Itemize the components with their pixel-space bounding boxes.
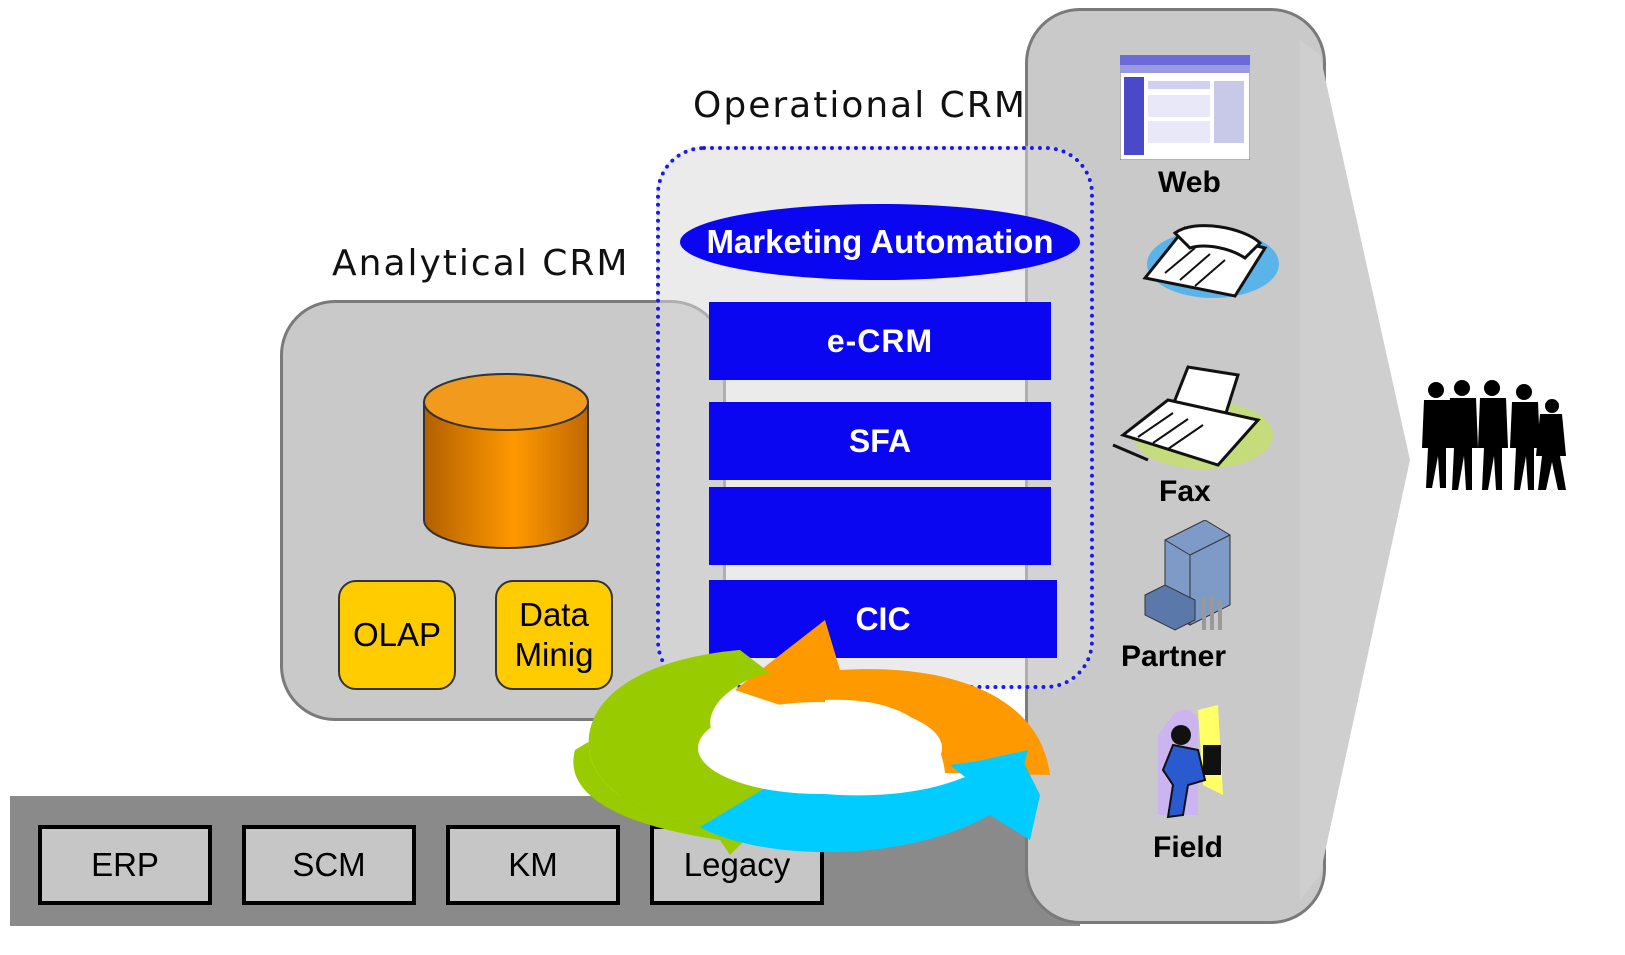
channel-partner-label: Partner bbox=[1121, 640, 1227, 673]
web-browser-icon bbox=[1120, 55, 1250, 160]
cycle-arrows-icon bbox=[573, 620, 1050, 855]
system-erp: ERP bbox=[38, 825, 212, 905]
sfa-box: SFA bbox=[709, 402, 1051, 480]
customers-icon bbox=[1422, 380, 1566, 490]
blank-module-box bbox=[709, 487, 1051, 565]
field-worker-icon bbox=[1158, 705, 1223, 819]
marketing-automation-ellipse: Marketing Automation bbox=[680, 204, 1080, 280]
datamining-label: Data Minig bbox=[514, 596, 594, 673]
datamining-box: Data Minig bbox=[495, 580, 613, 690]
operational-title: Operational CRM bbox=[693, 85, 1027, 126]
partner-building-icon bbox=[1144, 520, 1231, 631]
system-scm: SCM bbox=[242, 825, 416, 905]
channel-web-label: Web bbox=[1158, 166, 1221, 199]
olap-box: OLAP bbox=[338, 580, 456, 690]
telephone-icon bbox=[1142, 224, 1279, 298]
cic-box: CIC bbox=[709, 580, 1057, 658]
analytical-title: Analytical CRM bbox=[332, 243, 630, 284]
fax-icon bbox=[1112, 365, 1273, 469]
database-cylinder-icon bbox=[423, 373, 589, 549]
system-km: KM bbox=[446, 825, 620, 905]
ecrm-box: e-CRM bbox=[709, 302, 1051, 380]
channel-field-label: Field bbox=[1153, 831, 1224, 864]
channel-fax-label: Fax bbox=[1159, 475, 1211, 508]
channel-arrow-shape bbox=[1300, 40, 1410, 900]
